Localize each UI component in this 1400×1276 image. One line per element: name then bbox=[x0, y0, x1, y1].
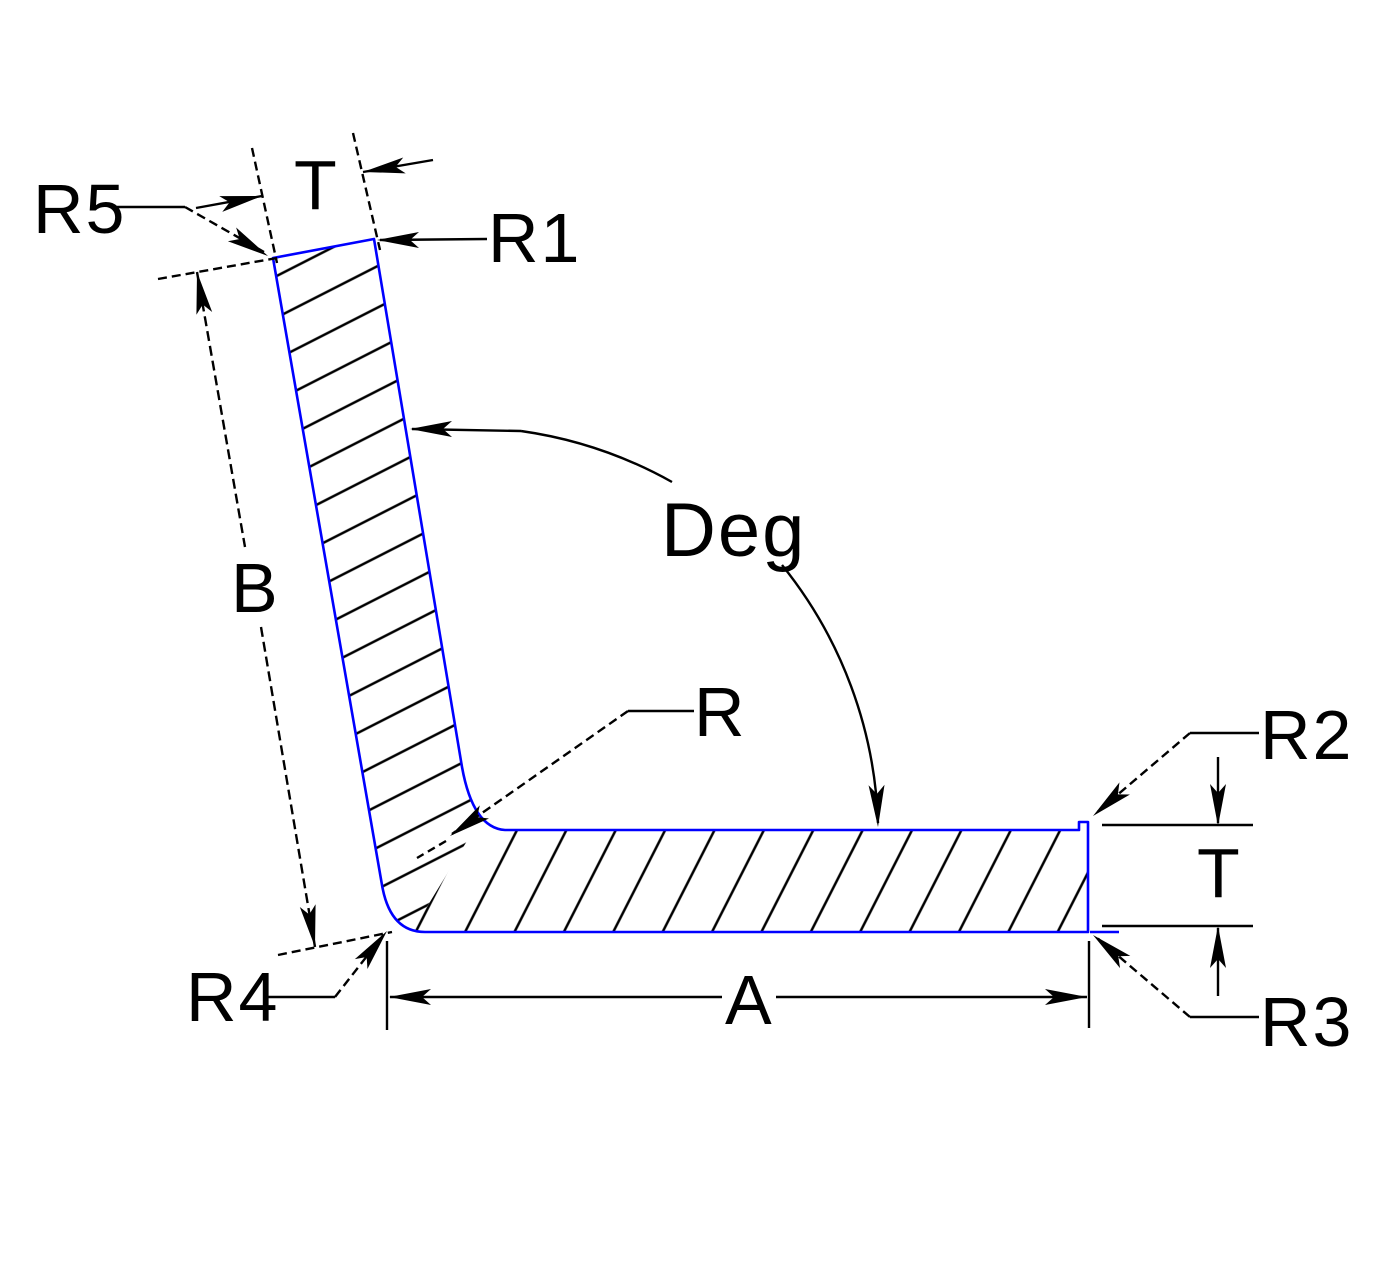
r-leader-diag bbox=[451, 710, 629, 835]
label-r3: R3 bbox=[1260, 983, 1353, 1061]
label-r5: R5 bbox=[33, 170, 126, 248]
label-t-top: T bbox=[294, 146, 339, 224]
label-t-right: T bbox=[1197, 834, 1242, 912]
b-ext-bottom bbox=[277, 930, 393, 957]
profile-section bbox=[271, 237, 1119, 934]
label-r4: R4 bbox=[186, 958, 279, 1036]
deg-arrow-bottom bbox=[868, 784, 886, 828]
b-arrow-bottom bbox=[299, 904, 323, 949]
b-dim-line-lower bbox=[259, 626, 317, 948]
deg-arc-upper bbox=[520, 429, 673, 484]
label-r1: R1 bbox=[488, 199, 581, 277]
dimension-labels: R5 T R1 B Deg R R2 T R3 R4 A bbox=[33, 146, 1353, 1061]
r-leader-tail bbox=[416, 839, 447, 860]
deg-arc-lower bbox=[781, 564, 880, 824]
hatch-angled-leg bbox=[273, 239, 482, 932]
t-top-ext-left bbox=[250, 147, 279, 264]
label-r: R bbox=[694, 673, 747, 751]
label-a: A bbox=[725, 961, 774, 1039]
b-dim-line-upper bbox=[195, 271, 247, 548]
b-arrow-top bbox=[189, 270, 213, 315]
t-top-ext-right bbox=[351, 132, 382, 251]
t-top-arrow-left bbox=[219, 188, 264, 212]
t-top-arrow-right bbox=[361, 157, 406, 180]
hatch-horizontal-leg bbox=[402, 786, 1088, 932]
b-ext-top bbox=[157, 256, 278, 281]
profile-outline bbox=[271, 237, 1090, 934]
label-b: B bbox=[231, 549, 280, 627]
label-deg: Deg bbox=[661, 488, 806, 573]
label-r2: R2 bbox=[1260, 696, 1353, 774]
r5-arrow bbox=[227, 227, 273, 263]
